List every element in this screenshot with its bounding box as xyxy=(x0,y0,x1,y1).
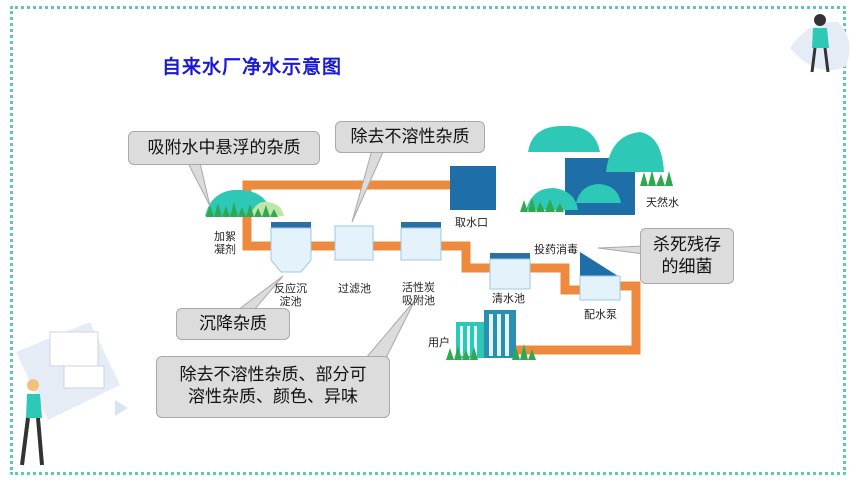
decorative-figure-left xyxy=(16,322,128,466)
callout-carbon-line-2: 溶性杂质、颜色、异味 xyxy=(188,387,358,407)
intake-box xyxy=(450,166,496,210)
natural-water-source xyxy=(520,125,673,215)
callout-settle: 沉降杂质 xyxy=(176,308,290,340)
decorative-figure-right xyxy=(790,14,850,73)
label-reaction-tank: 反应沉 淀池 xyxy=(274,282,307,308)
tree-3-icon xyxy=(576,184,621,203)
grass-4-icon xyxy=(512,344,536,360)
label-clear-tank: 清水池 xyxy=(492,292,525,305)
dotted-frame xyxy=(10,6,846,475)
label-coagulant-line-1: 加絮 xyxy=(214,230,236,243)
label-natural-water: 天然水 xyxy=(646,196,679,209)
pipe-clear-to-pump xyxy=(530,263,580,295)
label-carbon-line-1: 活性炭 xyxy=(402,281,435,294)
label-carbon-line-2: 吸附池 xyxy=(402,294,435,307)
clear-tank xyxy=(489,253,531,290)
pump-station xyxy=(579,252,621,301)
pipe-carbon-to-clear xyxy=(440,241,490,273)
label-intake: 取水口 xyxy=(455,216,488,229)
pipe-pump-to-users xyxy=(515,281,641,355)
label-dosing: 投药消毒 xyxy=(534,243,578,256)
grass-3-icon xyxy=(446,346,478,360)
label-carbon-tank: 活性炭 吸附池 xyxy=(402,281,435,307)
callout-remove-insoluble: 除去不溶性杂质 xyxy=(335,121,485,153)
page-title: 自来水厂净水示意图 xyxy=(162,56,343,78)
callout-kill-line-1: 杀死残存 xyxy=(653,235,721,255)
reaction-tank xyxy=(270,222,312,273)
callout-kill-bacteria: 杀死残存 的细菌 xyxy=(640,228,734,284)
grass-2-icon xyxy=(640,170,673,186)
callout-pointers xyxy=(187,149,645,359)
callout-adsorb-suspended: 吸附水中悬浮的杂质 xyxy=(128,131,320,165)
label-pump: 配水泵 xyxy=(584,308,617,321)
label-reaction-line-2: 淀池 xyxy=(279,295,302,308)
grass-1-icon xyxy=(520,198,564,212)
callout-kill-line-2: 的细菌 xyxy=(661,257,713,277)
user-buildings xyxy=(446,310,536,360)
filter-tank xyxy=(334,225,374,261)
label-coagulant: 加絮 凝剂 xyxy=(214,230,236,256)
callout-carbon-line-1: 除去不溶性杂质、部分可 xyxy=(179,365,367,385)
label-filter-tank: 过滤池 xyxy=(338,282,371,295)
label-coagulant-line-2: 凝剂 xyxy=(214,243,236,256)
tree-2-icon xyxy=(606,132,664,172)
coagulant-hill xyxy=(205,189,284,217)
label-reaction-line-1: 反应沉 xyxy=(274,282,307,295)
tree-1-icon xyxy=(528,125,600,152)
callout-carbon-adsorb: 除去不溶性杂质、部分可 溶性杂质、颜色、异味 xyxy=(156,356,390,418)
label-users: 用户 xyxy=(428,336,450,349)
carbon-tank xyxy=(400,222,442,261)
